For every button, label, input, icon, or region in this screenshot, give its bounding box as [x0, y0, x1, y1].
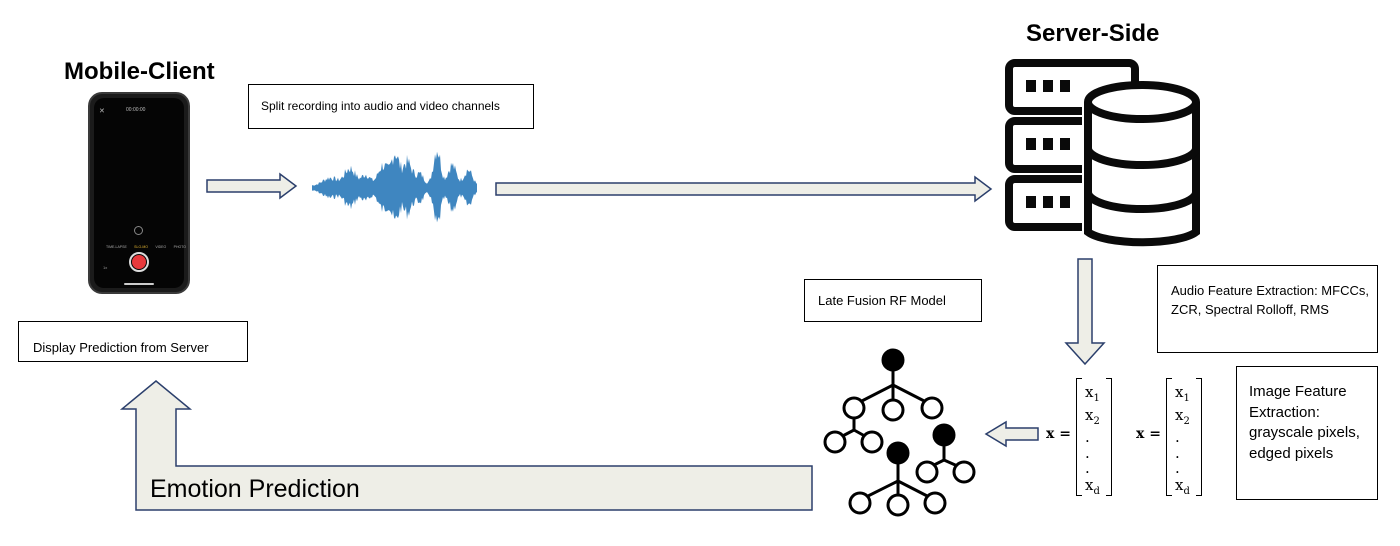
smartphone-illustration: ✕ 00:00:00 TIME-LAPSE SLO-MO VIDEO PHOTO… [88, 92, 190, 294]
vector-entry-d: xd [1175, 476, 1190, 497]
vector-entry-2: x2 [1175, 406, 1190, 427]
phone-mode-photo: PHOTO [173, 245, 186, 249]
vector-entry-dot-2: . [1085, 444, 1090, 462]
record-button-dot [132, 255, 146, 269]
phone-zoom-label: 1x [103, 265, 108, 270]
vector-lhs: x = [1136, 426, 1161, 442]
audio-waveform [312, 151, 477, 223]
vector-entries: x1 x2 . . . xd [1175, 382, 1190, 502]
vector-entry-dot-3: . [1175, 459, 1180, 477]
arrow-features-to-model [984, 420, 1039, 448]
vector-entry-d: xd [1085, 476, 1100, 497]
server-database-icon [1005, 59, 1200, 247]
decision-tree-1 [823, 348, 944, 454]
vector-right-bracket [1106, 378, 1112, 496]
phone-home-indicator [124, 283, 154, 285]
server-side-title: Server-Side [1026, 20, 1160, 47]
audio-feature-vector: x = x1 x2 . . . xd [1046, 378, 1116, 498]
split-recording-box: Split recording into audio and video cha… [248, 84, 534, 129]
vector-left-bracket [1166, 378, 1172, 496]
record-button [129, 252, 149, 272]
arrow-phone-to-waveform [206, 172, 298, 200]
phone-timer: 00:00:00 [126, 107, 146, 113]
phone-flash-icon: ✕ [99, 108, 105, 115]
vector-entry-dot-3: . [1085, 459, 1090, 477]
vector-lhs: x = [1046, 426, 1071, 442]
vector-entries: x1 x2 . . . xd [1085, 382, 1100, 502]
image-feature-box: Image Feature Extraction: grayscale pixe… [1236, 366, 1378, 500]
vector-entry-dot-2: . [1175, 444, 1180, 462]
audio-feature-box: Audio Feature Extraction: MFCCs, ZCR, Sp… [1157, 265, 1378, 353]
phone-mode-timelapse: TIME-LAPSE [106, 245, 127, 249]
phone-mode-slomo: SLO-MO [134, 245, 148, 249]
random-forest-icon [823, 348, 976, 517]
vector-entry-dot-1: . [1085, 428, 1090, 446]
image-feature-vector: x = x1 x2 . . . xd [1136, 378, 1206, 498]
arrow-emotion-prediction [119, 380, 813, 511]
mobile-client-title: Mobile-Client [64, 58, 215, 85]
vector-right-bracket [1196, 378, 1202, 496]
phone-zoom-button [134, 226, 143, 235]
decision-tree-3 [915, 423, 976, 484]
arrow-server-to-features [1064, 258, 1106, 366]
decision-tree-2 [848, 441, 947, 517]
emotion-prediction-label: Emotion Prediction [150, 475, 360, 503]
vector-entry-1: x1 [1085, 383, 1100, 404]
vector-entry-dot-1: . [1175, 428, 1180, 446]
phone-mode-bar: TIME-LAPSE SLO-MO VIDEO PHOTO [106, 245, 186, 249]
vector-left-bracket [1076, 378, 1082, 496]
vector-entry-2: x2 [1085, 406, 1100, 427]
phone-mode-video: VIDEO [155, 245, 167, 249]
waveform-shape [312, 151, 477, 223]
vector-entry-1: x1 [1175, 383, 1190, 404]
display-prediction-box: Display Prediction from Server [18, 321, 248, 362]
database-cylinder [1084, 102, 1200, 247]
late-fusion-box: Late Fusion RF Model [804, 279, 982, 322]
arrow-waveform-to-server [495, 175, 993, 203]
